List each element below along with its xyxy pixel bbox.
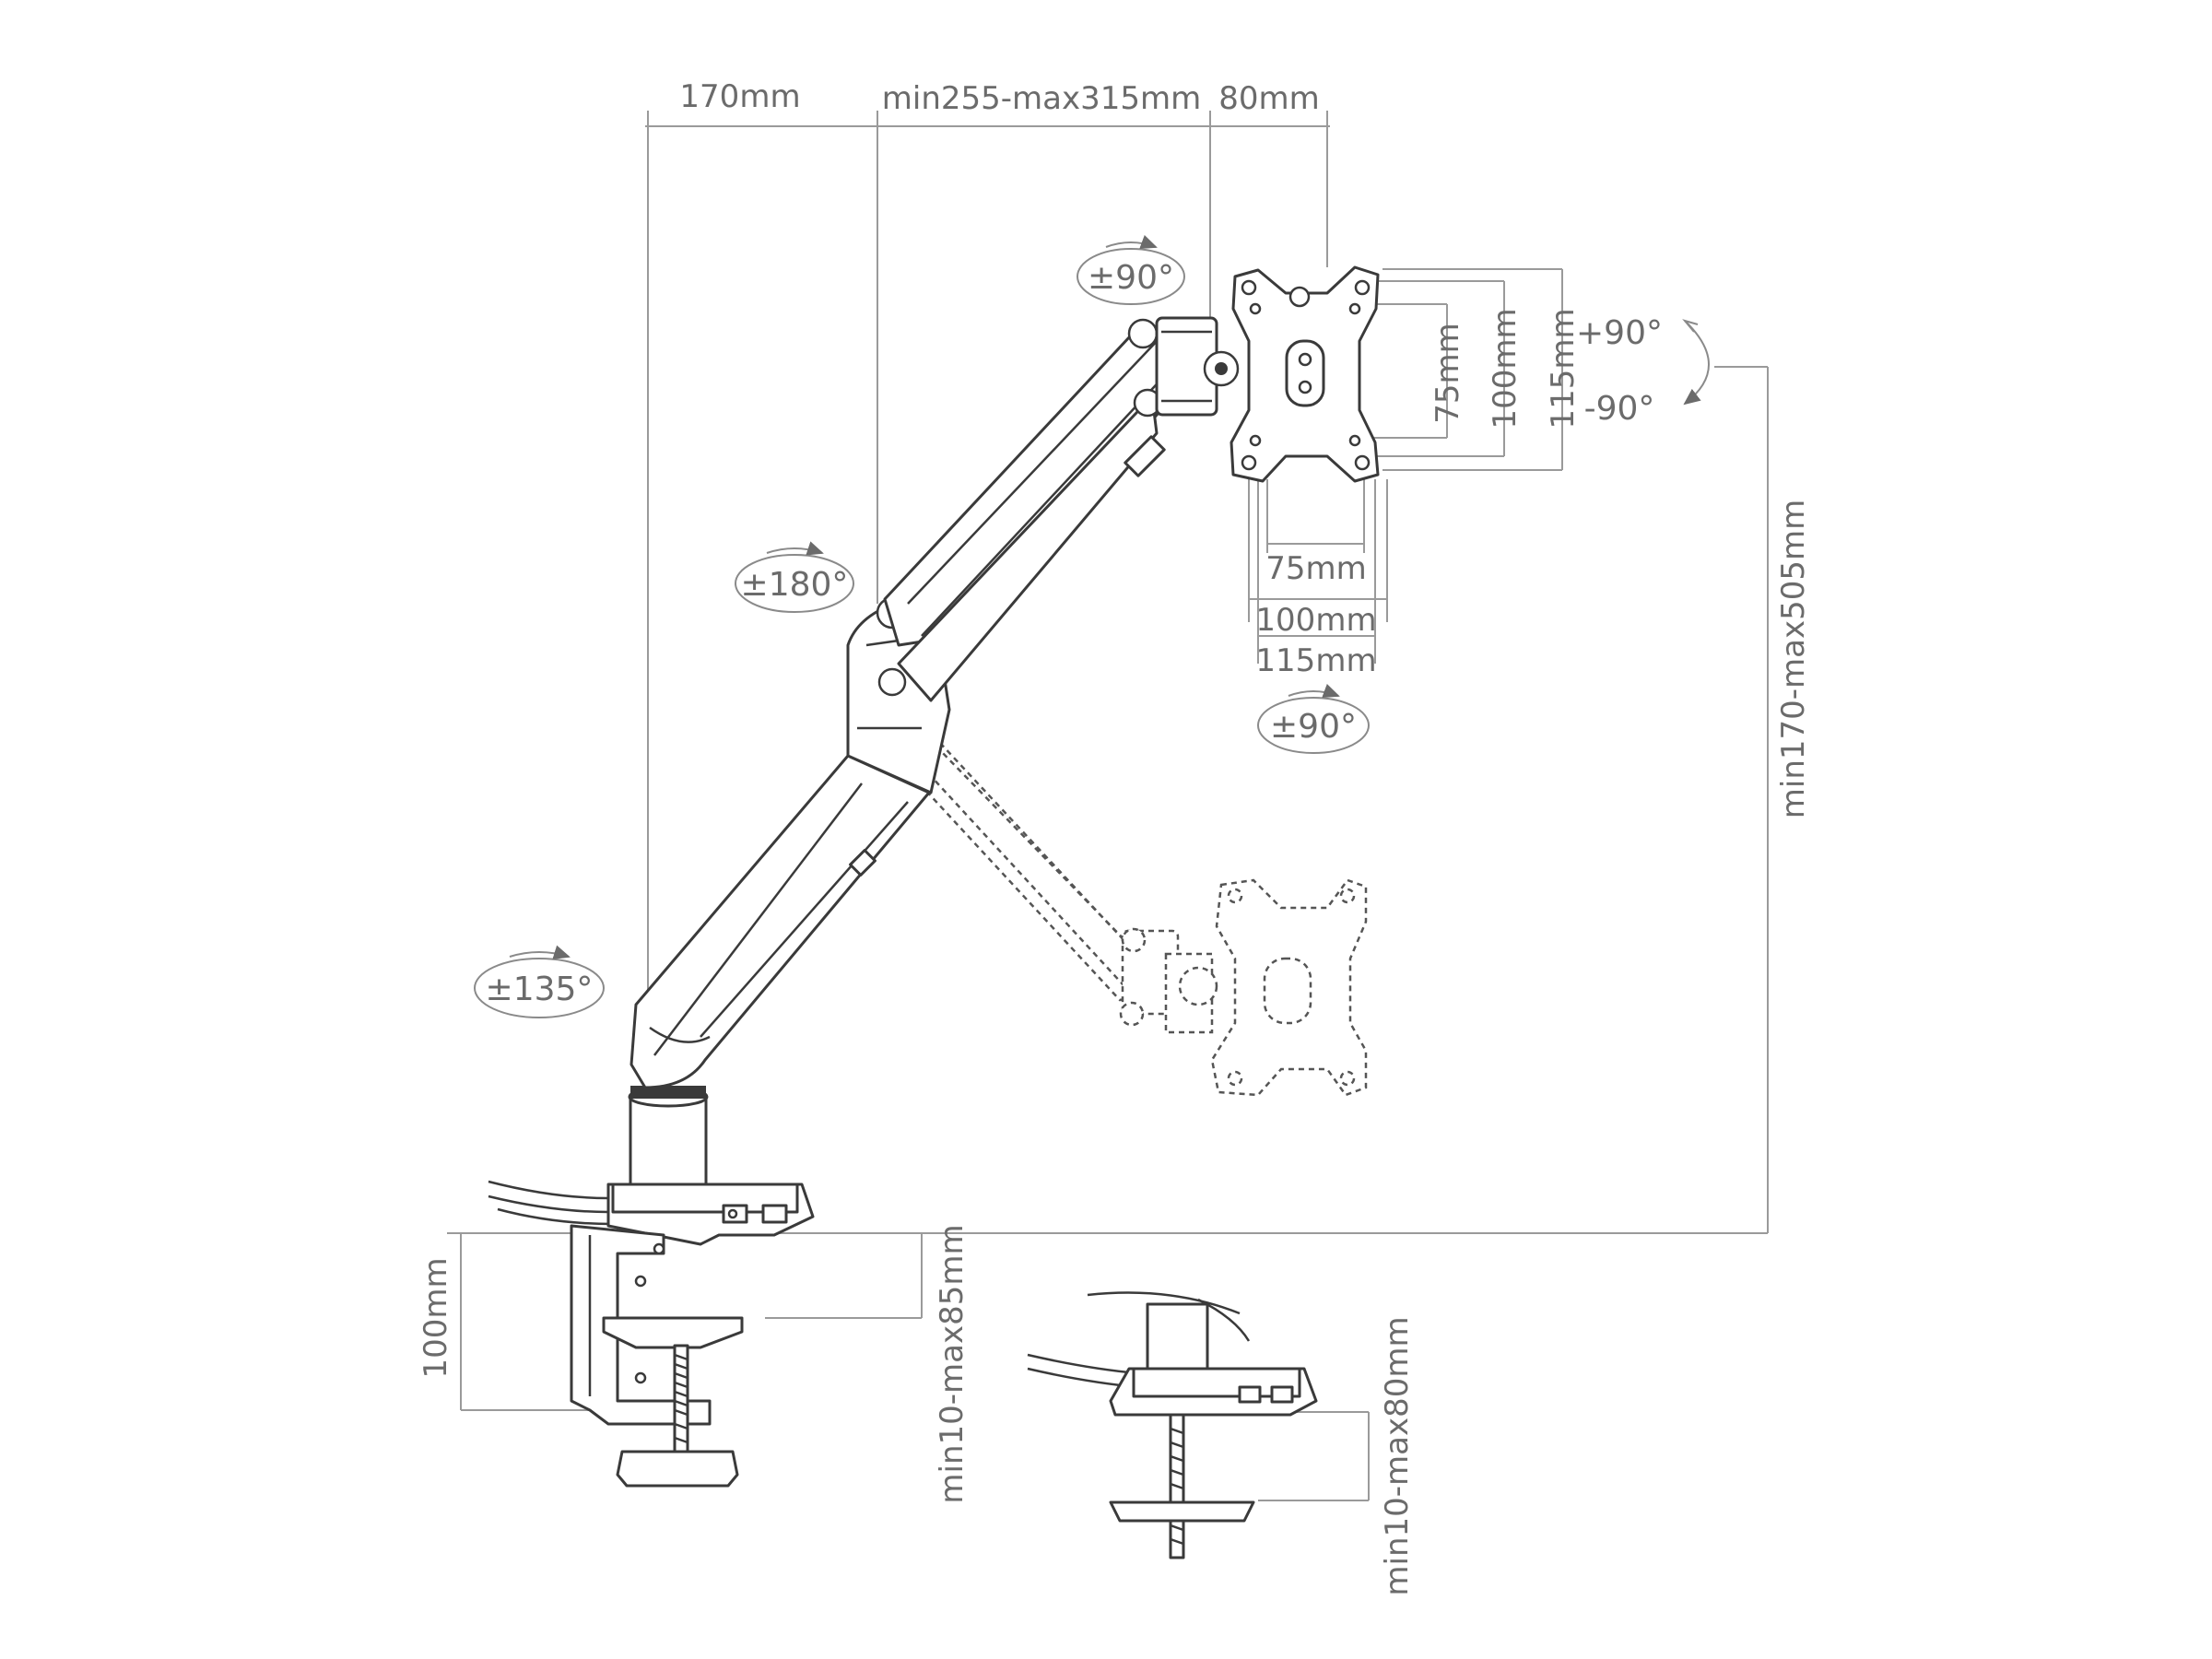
clamp-body [570, 1224, 744, 1426]
dim-vesa-v-115: 115mm [1545, 308, 1582, 429]
svg-text:±90°: ±90° [1270, 708, 1357, 746]
rotate-plus-label: +90° [1576, 314, 1663, 352]
dim-arm-range: min255-max315mm [882, 80, 1202, 117]
dim-vesa-v-75: 75mm [1430, 323, 1466, 424]
svg-text:±90°: ±90° [1088, 259, 1174, 297]
dim-vesa-h-100: 100mm [1255, 602, 1376, 639]
clamp-dimension-lines [460, 1233, 923, 1411]
svg-text:±135°: ±135° [486, 971, 594, 1008]
dim-height-range: min170-max505mm [1775, 500, 1812, 819]
top-dimension-lines [645, 111, 1330, 995]
grommet-dimension-lines [1258, 1411, 1370, 1501]
arm-pole [628, 1086, 709, 1191]
dim-80: 80mm [1218, 80, 1320, 117]
dim-vesa-h-75: 75mm [1265, 550, 1367, 587]
clamp-top-plate [606, 1182, 815, 1246]
angle-badge-tilt-top: ±90° [1077, 234, 1185, 305]
lower-arm-ghost [888, 714, 1218, 1034]
angle-badge-swivel-head: ±90° [1257, 683, 1370, 754]
grommet-mount [1027, 1291, 1318, 1559]
cable [488, 1180, 614, 1226]
angle-badge-swivel-mid: ±180° [735, 541, 854, 613]
rotation-indicator: +90° -90° [1576, 314, 1710, 428]
dim-clamp-height: 100mm [418, 1257, 454, 1378]
angle-badge-swivel-base: ±135° [474, 945, 605, 1018]
vesa-plate [1230, 265, 1380, 483]
tilt-head [1155, 316, 1240, 417]
dim-170: 170mm [679, 78, 800, 115]
dim-vesa-v-100: 100mm [1487, 308, 1524, 429]
upper-arm [883, 318, 1200, 702]
dim-clamp-range: min10-max85mm [934, 1224, 971, 1503]
dim-vesa-h-115: 115mm [1255, 642, 1376, 679]
vesa-vertical-dimension-lines [1373, 268, 1563, 471]
clamp-screw [616, 1344, 739, 1488]
svg-text:±180°: ±180° [741, 566, 849, 604]
rotate-minus-label: -90° [1584, 390, 1655, 428]
dim-grommet-range: min10-max80mm [1379, 1316, 1416, 1595]
lower-arm [629, 754, 931, 1089]
rotate-arrow-icon [1683, 320, 1710, 406]
vesa-horizontal-dimension-lines [1248, 479, 1388, 664]
monitor-plate-ghost [1210, 878, 1368, 1097]
